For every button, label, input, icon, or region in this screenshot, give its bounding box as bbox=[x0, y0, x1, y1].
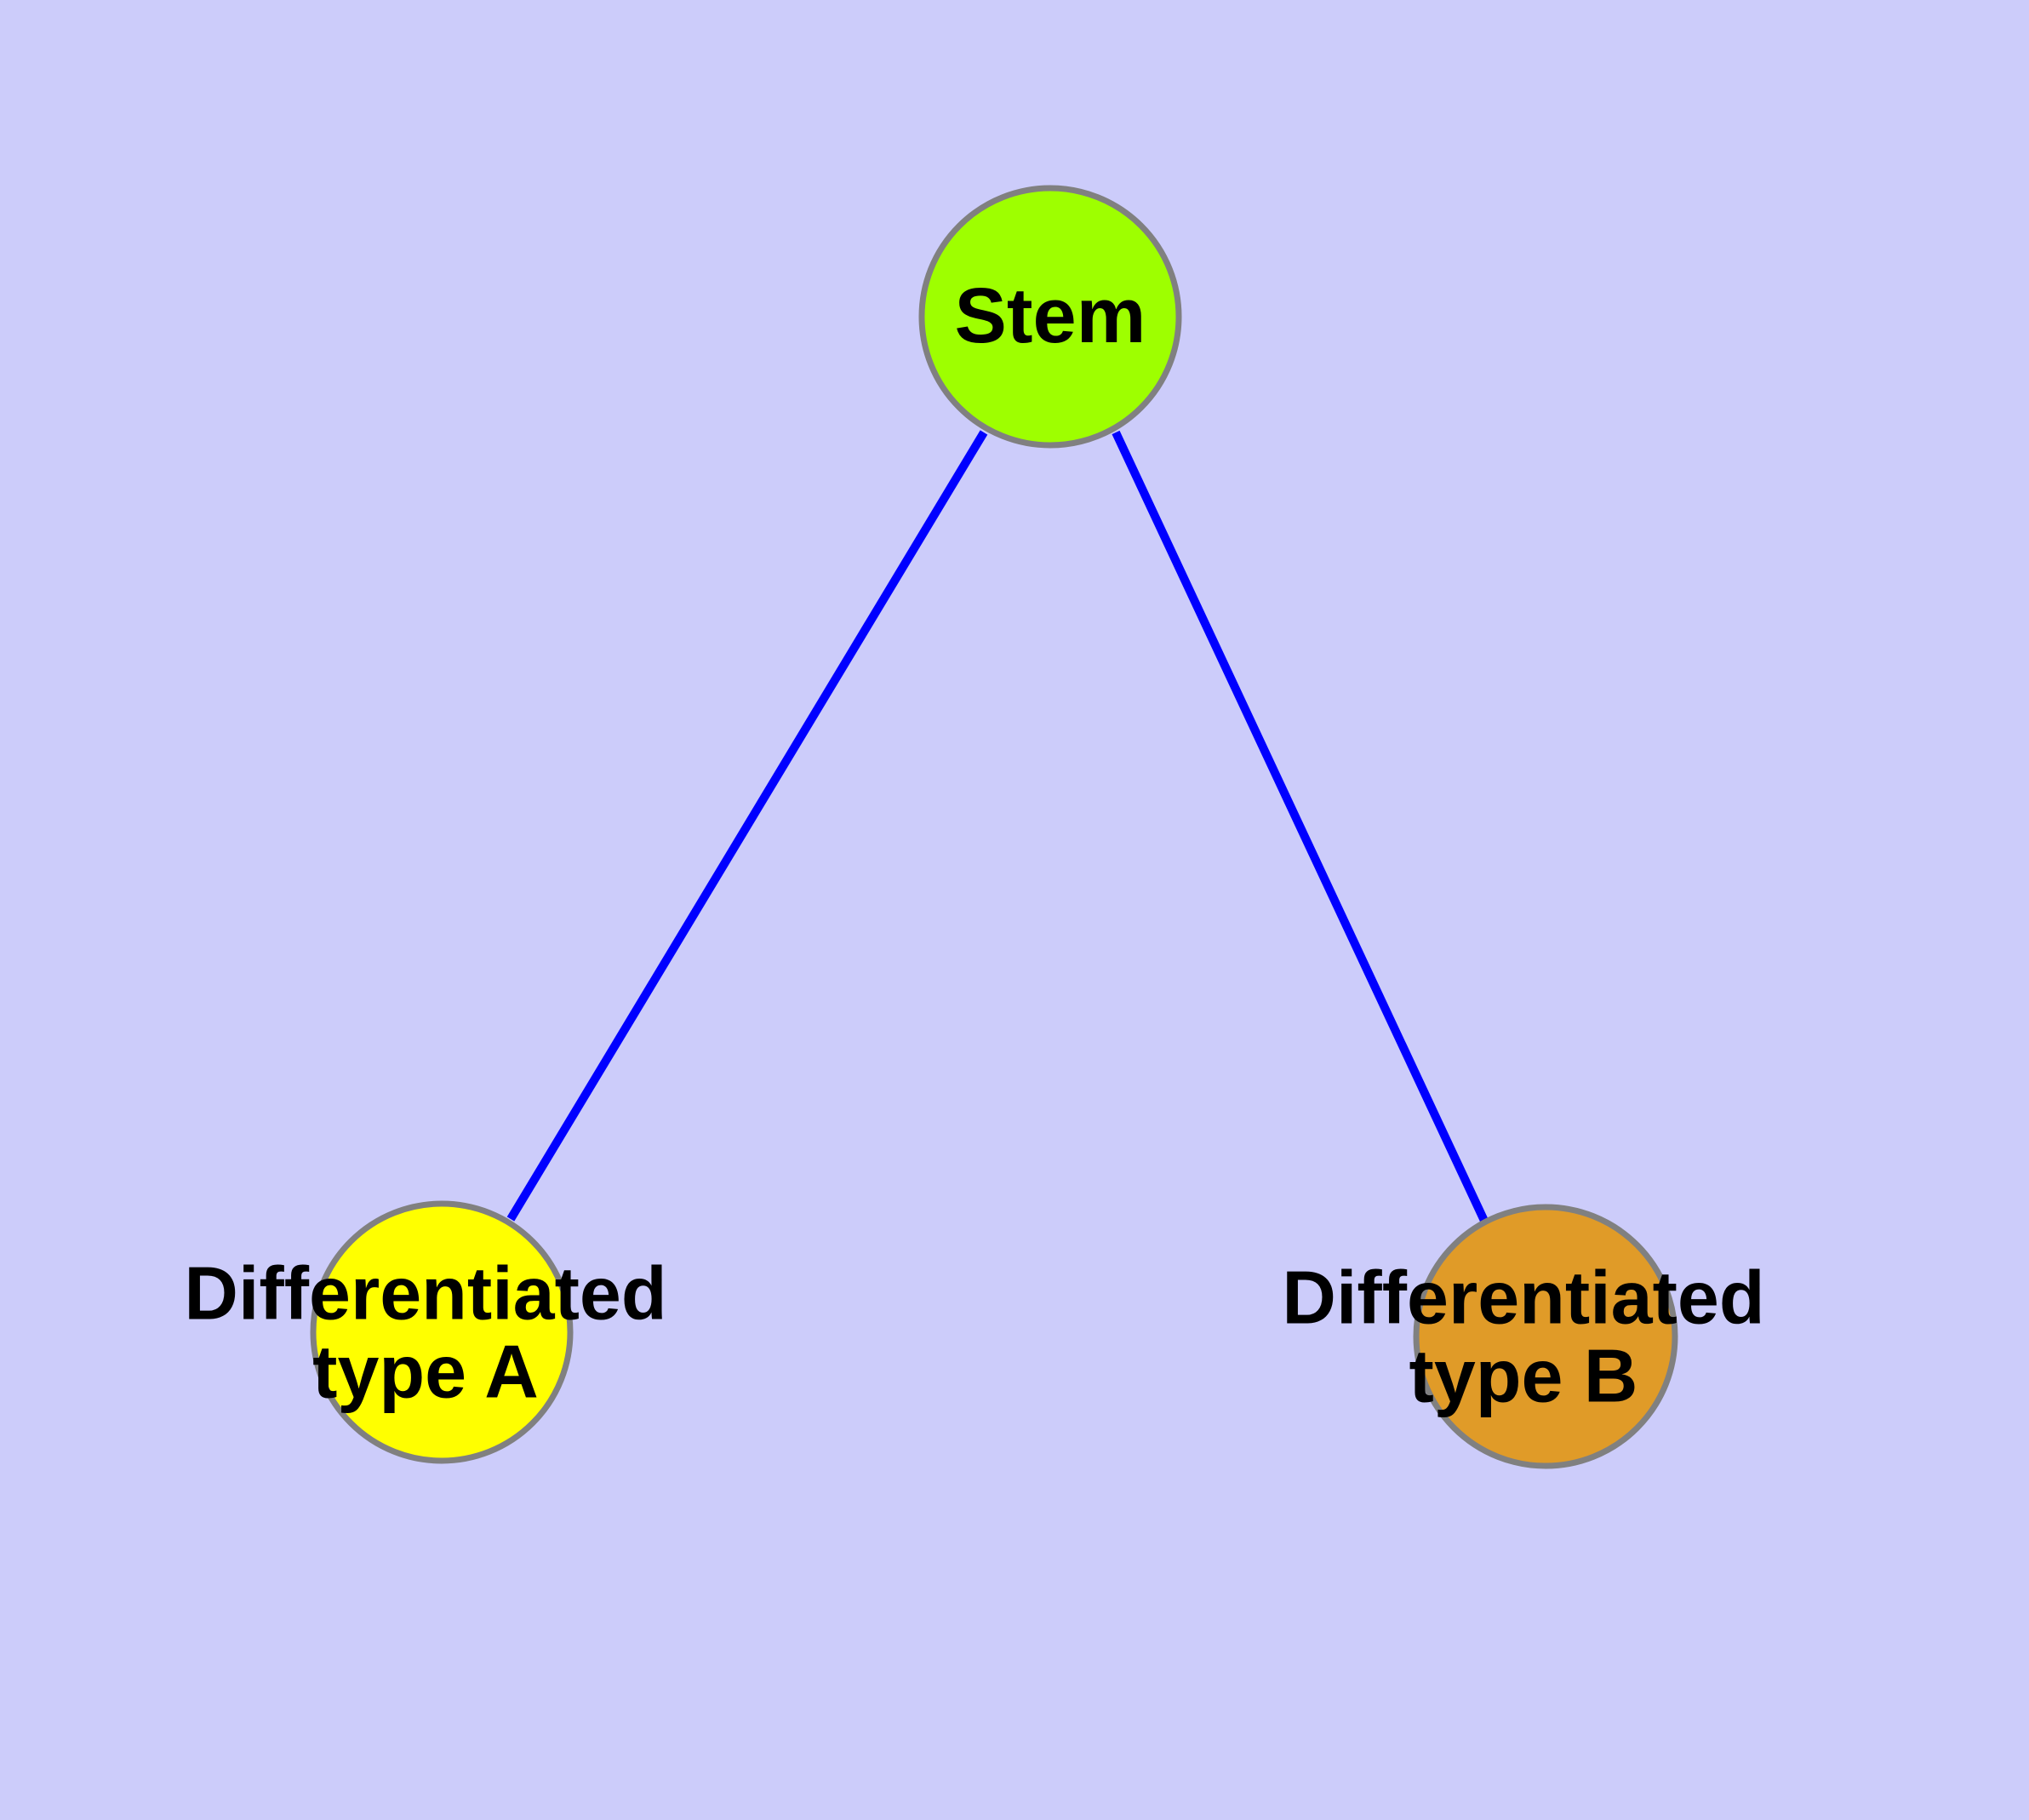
edge-stem-to-diff_a bbox=[506, 430, 988, 1222]
node-diff_a[interactable] bbox=[310, 1200, 574, 1464]
node-diff_b[interactable] bbox=[1413, 1204, 1678, 1469]
node-stem[interactable] bbox=[918, 185, 1182, 449]
node-layer bbox=[310, 185, 1678, 1469]
edge-stem-to-diff_b bbox=[1112, 430, 1489, 1223]
edge-layer bbox=[506, 430, 1489, 1223]
